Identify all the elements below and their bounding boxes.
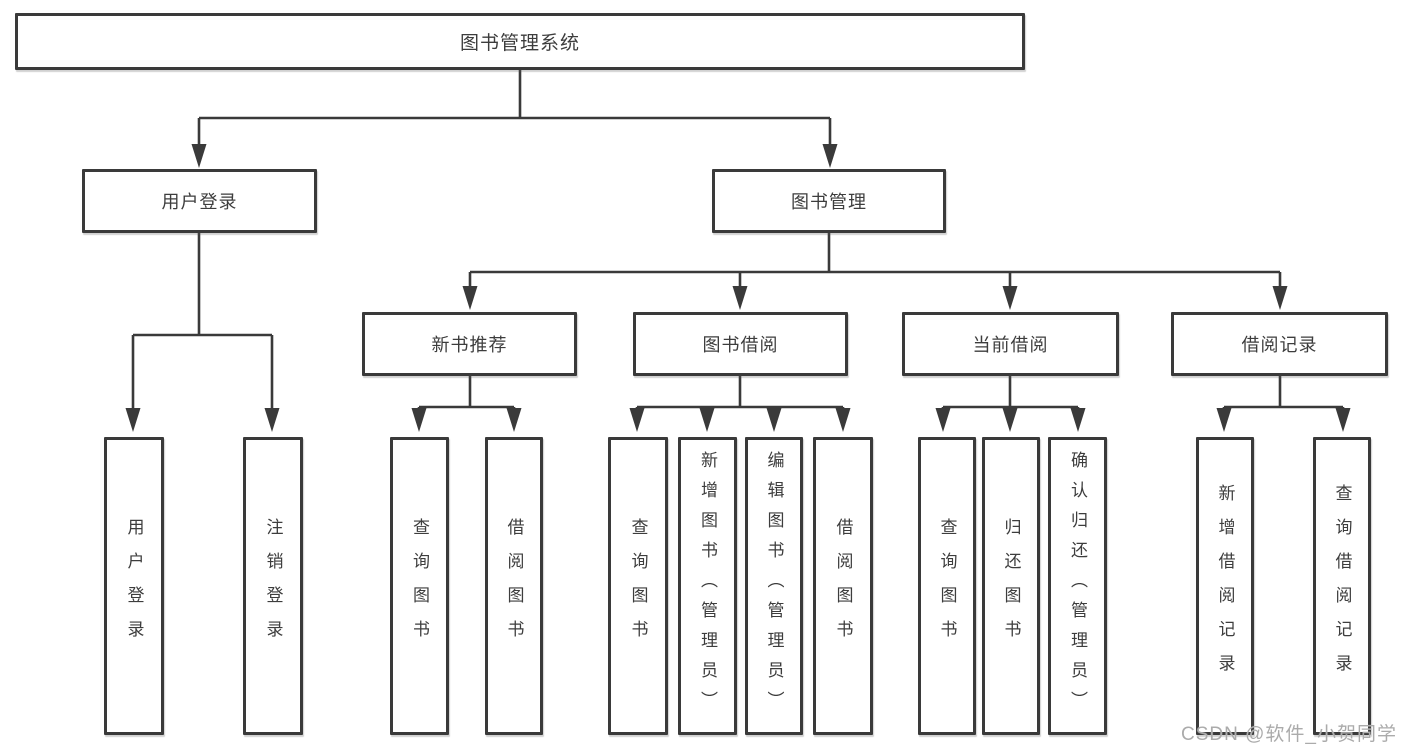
node-new-book-recommend-label: 新书推荐 [431,335,508,355]
leaf-logout: 注销登录 [243,437,303,735]
leaf-add-books-admin-label: 新增图书（管理员） [698,451,717,721]
leaf-query-books-recommend: 查询图书 [390,437,449,735]
leaf-query-books-recommend-label: 查询图书 [410,518,429,654]
node-current-borrow-label: 当前借阅 [972,335,1049,355]
leaf-borrow-books-recommend-label: 借阅图书 [504,518,524,654]
leaf-return-books-label: 归还图书 [1001,518,1021,654]
leaf-confirm-return-admin-label: 确认归还（管理员） [1068,451,1087,721]
leaf-add-books-admin: 新增图书（管理员） [678,437,737,735]
leaf-add-borrow-record-label: 新增借阅记录 [1215,484,1235,688]
leaf-logout-label: 注销登录 [263,518,283,654]
leaf-return-books: 归还图书 [982,437,1040,735]
leaf-edit-books-admin-label: 编辑图书（管理员） [764,451,784,721]
leaf-query-books-borrow-label: 查询图书 [628,518,648,654]
watermark-text: CSDN @软件_小贺同学 [1181,724,1397,745]
node-user-login-label: 用户登录 [161,192,238,212]
leaf-user-login-label: 用户登录 [124,518,144,654]
node-root: 图书管理系统 [15,13,1025,70]
leaf-query-books-current: 查询图书 [918,437,976,735]
node-book-management: 图书管理 [712,169,946,233]
node-book-borrow-label: 图书借阅 [702,335,779,355]
leaf-borrow-books-label: 借阅图书 [833,518,853,654]
arrowheads [125,144,1351,432]
node-user-login: 用户登录 [82,169,317,233]
leaf-query-borrow-record: 查询借阅记录 [1313,437,1371,735]
node-borrow-records: 借阅记录 [1171,312,1388,376]
leaf-add-borrow-record: 新增借阅记录 [1196,437,1254,735]
leaf-borrow-books: 借阅图书 [813,437,873,735]
node-new-book-recommend: 新书推荐 [362,312,577,376]
node-borrow-records-label: 借阅记录 [1241,335,1318,355]
leaf-borrow-books-recommend: 借阅图书 [485,437,543,735]
leaf-edit-books-admin: 编辑图书（管理员） [745,437,803,735]
leaf-query-borrow-record-label: 查询借阅记录 [1332,484,1352,688]
leaf-confirm-return-admin: 确认归还（管理员） [1048,437,1107,735]
node-book-borrow: 图书借阅 [633,312,848,376]
node-root-label: 图书管理系统 [459,33,580,54]
leaf-query-books-current-label: 查询图书 [937,518,957,654]
node-current-borrow: 当前借阅 [902,312,1119,376]
leaf-user-login: 用户登录 [104,437,164,735]
node-book-management-label: 图书管理 [791,192,867,212]
leaf-query-books-borrow: 查询图书 [608,437,668,735]
